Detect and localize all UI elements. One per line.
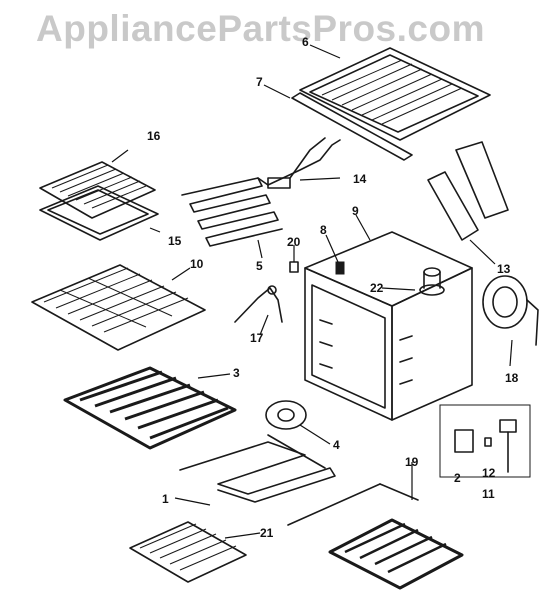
callout-2: 2 [454,471,461,485]
part-22-vent-tube[interactable] [419,267,445,296]
part-13-igniter[interactable] [427,141,509,241]
watermark-logo: AppliancePartsPros.com [36,8,485,49]
callout-1: 1 [162,492,169,506]
part-3-heavy-rack[interactable] [63,366,237,450]
part-7-bracket[interactable] [291,92,413,161]
part-11-relay[interactable] [499,419,517,473]
callout-labels: 1 2 3 4 5 6 7 8 9 10 11 12 13 14 15 16 1… [147,35,519,540]
callout-16: 16 [147,129,161,143]
callout-8: 8 [320,223,327,237]
part-12-fuse[interactable] [484,437,492,447]
part-17-temp-sensor[interactable] [234,285,283,323]
part-9-oven-cavity[interactable] [304,231,473,421]
part-10-oven-rack[interactable] [31,264,206,351]
callout-18: 18 [505,371,519,385]
callout-15: 15 [168,234,182,248]
part-11-kit-box [439,404,531,478]
part-6-top-shield[interactable] [299,47,491,141]
callout-10: 10 [190,257,204,271]
callout-11: 11 [482,487,495,501]
callout-14: 14 [353,172,367,186]
part-1-bake-element[interactable] [179,434,336,503]
callout-17: 17 [250,331,264,345]
part-5-broil-element[interactable] [181,177,283,247]
part-18-convection-motor[interactable] [482,275,539,346]
callout-9: 9 [352,204,359,218]
part-14-wire-harness[interactable] [267,137,341,189]
callout-3: 3 [233,366,240,380]
part-4-fan-blade[interactable] [265,400,307,430]
part-21-grid-rack[interactable] [129,521,247,583]
callout-13: 13 [497,262,511,276]
part-15-broiler-pan[interactable] [39,185,159,241]
part-20-clip[interactable] [289,261,299,273]
callout-21: 21 [260,526,274,540]
part-8-bracket[interactable] [335,261,345,275]
callout-12: 12 [482,466,496,480]
callout-7: 7 [256,75,263,89]
leader-lines [111,44,513,539]
callout-20: 20 [287,235,301,249]
part-2-control-board[interactable] [454,429,474,453]
callout-5: 5 [256,259,263,273]
callout-22: 22 [370,281,384,295]
callout-6: 6 [302,35,309,49]
part-19-bottom-panel[interactable] [287,483,464,590]
callout-4: 4 [333,438,340,452]
callout-19: 19 [405,455,419,469]
